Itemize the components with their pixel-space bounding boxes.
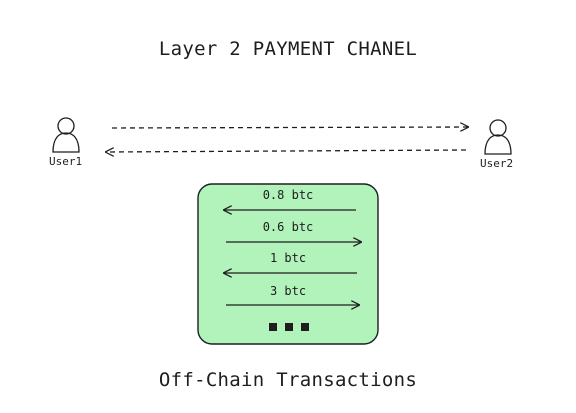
tx-label-1: 0.8 btc (262, 188, 314, 202)
user2-icon (484, 119, 512, 155)
more-transactions-icon (269, 323, 309, 331)
user1-label: User1 (49, 155, 83, 168)
user2-label: User2 (480, 157, 514, 170)
dashed-arrow-user2-to-user1 (106, 150, 467, 152)
tx-label-4: 3 btc (269, 284, 307, 298)
user1-icon (52, 117, 80, 153)
tx-label-2: 0.6 btc (262, 220, 314, 234)
diagram-title: Layer 2 PAYMENT CHANEL (158, 38, 418, 60)
diagram-footer: Off-Chain Transactions (158, 369, 418, 391)
tx-label-3: 1 btc (269, 251, 307, 265)
dashed-arrow-user1-to-user2 (111, 127, 468, 128)
off-chain-box (197, 183, 379, 345)
